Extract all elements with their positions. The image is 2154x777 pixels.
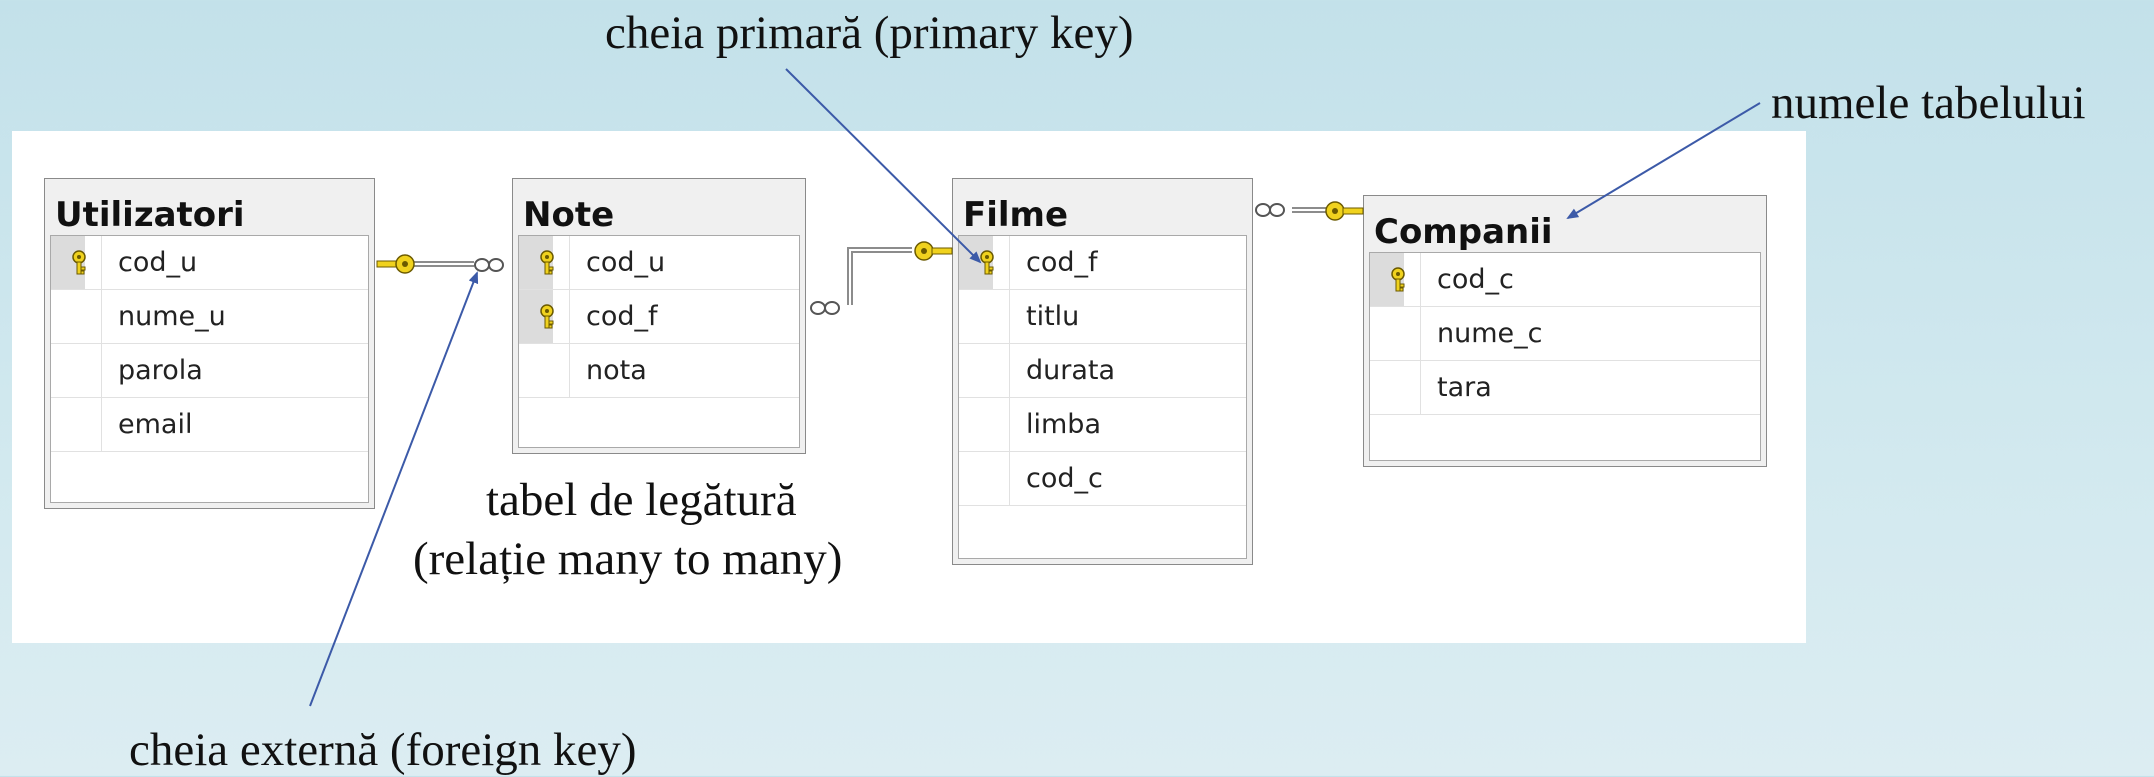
column-name: cod_u bbox=[118, 247, 198, 278]
primary-key-arrow bbox=[785, 68, 982, 264]
primary-key-icon bbox=[72, 250, 86, 275]
row-selector[interactable] bbox=[959, 398, 1010, 451]
row-selector[interactable] bbox=[1370, 307, 1421, 360]
column-name: cod_u bbox=[586, 247, 666, 278]
relationship-note-filme[interactable] bbox=[810, 241, 953, 315]
row-selector[interactable] bbox=[519, 290, 570, 343]
relationship-filme-companii[interactable] bbox=[1255, 201, 1364, 221]
link-table-label: tabel de legătură bbox=[486, 474, 797, 526]
row-selector[interactable] bbox=[1370, 361, 1421, 414]
column-name: tara bbox=[1437, 372, 1492, 403]
column-name: limba bbox=[1026, 409, 1101, 440]
relationship-utilizatori-note[interactable] bbox=[376, 254, 504, 274]
column-row[interactable]: cod_f bbox=[519, 290, 799, 344]
foreign-key-label: cheia externă (foreign key) bbox=[129, 724, 637, 776]
row-selector[interactable] bbox=[519, 344, 570, 397]
row-selector[interactable] bbox=[959, 290, 1010, 343]
primary-key-icon bbox=[540, 250, 554, 275]
table-name-label: numele tabelului bbox=[1771, 77, 2086, 129]
column-row[interactable]: parola bbox=[51, 344, 368, 398]
column-name: titlu bbox=[1026, 301, 1080, 332]
relationship-infinity-end-icon bbox=[474, 258, 504, 272]
column-name: email bbox=[118, 409, 193, 440]
column-row[interactable]: durata bbox=[959, 344, 1246, 398]
relationship-key-end-icon bbox=[376, 254, 415, 274]
row-selector[interactable] bbox=[959, 344, 1010, 397]
column-name: cod_c bbox=[1437, 264, 1514, 295]
column-name: parola bbox=[118, 355, 203, 386]
column-name: nume_c bbox=[1437, 318, 1543, 349]
primary-key-icon bbox=[980, 250, 994, 275]
column-row[interactable]: nume_c bbox=[1370, 307, 1760, 361]
primary-key-icon bbox=[540, 304, 554, 329]
column-row[interactable]: nume_u bbox=[51, 290, 368, 344]
column-row[interactable]: cod_c bbox=[1370, 253, 1760, 307]
relationship-infinity-end-icon bbox=[810, 301, 840, 315]
column-row[interactable]: cod_c bbox=[959, 452, 1246, 506]
column-name: durata bbox=[1026, 355, 1116, 386]
table-title: Note bbox=[523, 195, 615, 235]
column-row[interactable]: tara bbox=[1370, 361, 1760, 415]
relationship-key-end-icon bbox=[914, 241, 953, 261]
row-selector[interactable] bbox=[959, 236, 1010, 289]
table-title: Companii bbox=[1374, 212, 1553, 252]
foreign-key-arrow bbox=[309, 271, 479, 707]
column-row[interactable]: cod_f bbox=[959, 236, 1246, 290]
row-selector[interactable] bbox=[51, 344, 102, 397]
row-selector[interactable] bbox=[519, 236, 570, 289]
link-table-sublabel: (relație many to many) bbox=[413, 533, 843, 585]
primary-key-icon bbox=[1391, 267, 1405, 292]
row-selector[interactable] bbox=[51, 290, 102, 343]
relationship-infinity-end-icon bbox=[1255, 203, 1285, 217]
column-row[interactable]: titlu bbox=[959, 290, 1246, 344]
column-row[interactable]: cod_u bbox=[519, 236, 799, 290]
row-selector[interactable] bbox=[51, 398, 102, 451]
row-selector[interactable] bbox=[1370, 253, 1421, 306]
column-name: cod_c bbox=[1026, 463, 1103, 494]
primary-key-label: cheia primară (primary key) bbox=[605, 7, 1134, 59]
table-title: Utilizatori bbox=[55, 195, 245, 235]
column-name: cod_f bbox=[586, 301, 658, 332]
column-name: cod_f bbox=[1026, 247, 1098, 278]
column-row[interactable]: email bbox=[51, 398, 368, 452]
table-title: Filme bbox=[963, 195, 1069, 235]
relationship-key-end-icon bbox=[1325, 201, 1364, 221]
table-name-arrow bbox=[1566, 102, 1761, 220]
row-selector[interactable] bbox=[959, 452, 1010, 505]
row-selector[interactable] bbox=[51, 236, 102, 289]
column-name: nota bbox=[586, 355, 647, 386]
column-name: nume_u bbox=[118, 301, 226, 332]
column-row[interactable]: limba bbox=[959, 398, 1246, 452]
column-row[interactable]: cod_u bbox=[51, 236, 368, 290]
column-row[interactable]: nota bbox=[519, 344, 799, 398]
